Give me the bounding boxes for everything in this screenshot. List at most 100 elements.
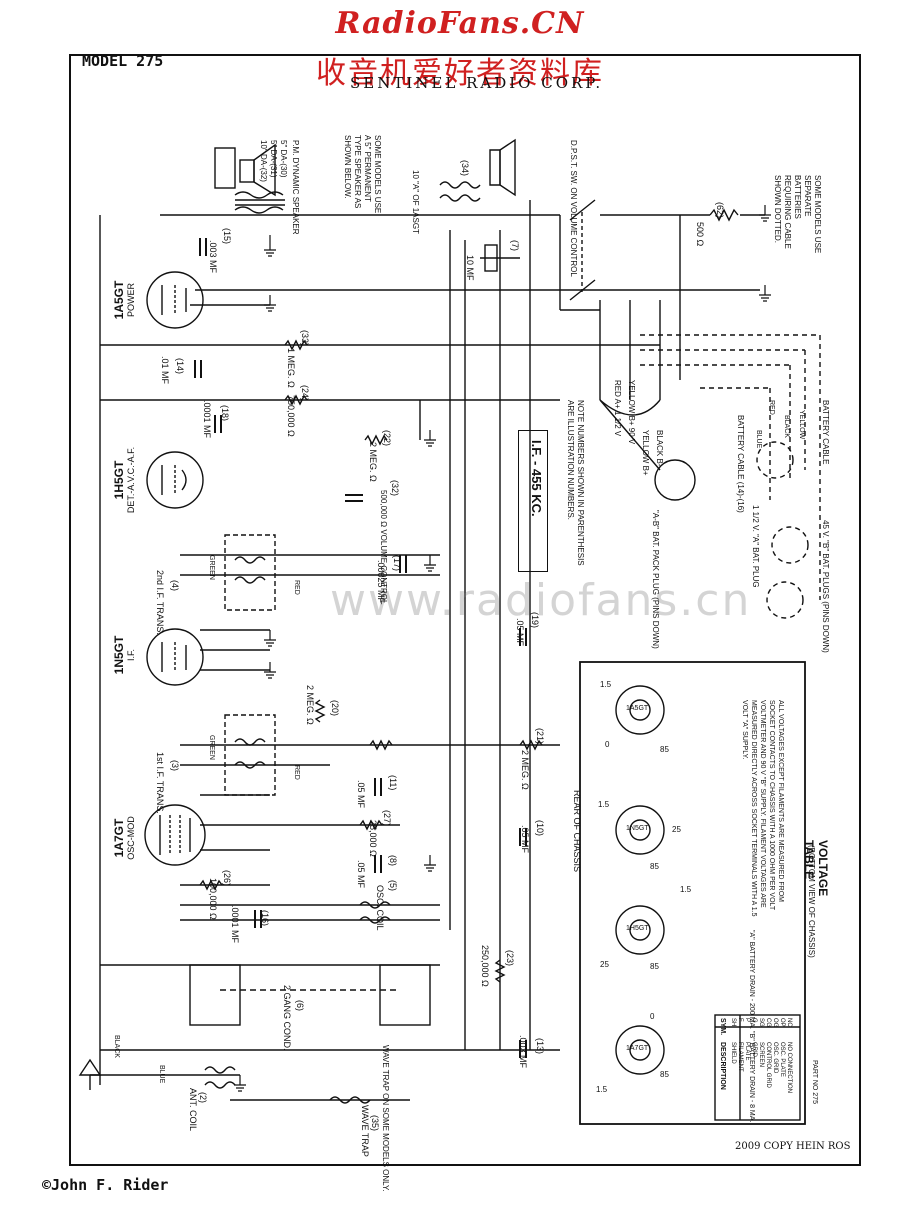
wire-red-2: RED (768, 400, 775, 415)
component-14-value: .01 MF (160, 356, 170, 385)
tube-name: 1A5GT (112, 280, 126, 320)
component-17-value: .00025 MF (376, 560, 386, 604)
speaker-pm-model-2: 5" DA-(31) (269, 140, 278, 178)
legend-header-desc: DESCRIPTION (719, 1042, 726, 1090)
voltage-table-subtitle: (BOTTOM VIEW OF CHASSIS) (807, 845, 816, 958)
label-black: BLACK (113, 1035, 120, 1058)
socket-voltage: 85 (650, 962, 659, 971)
socket-voltage: 25 (600, 960, 609, 969)
legend-symbol: F (737, 1018, 743, 1022)
legend-description: CONTROL GRID (765, 1042, 771, 1088)
note-parenthesis: NOTE NUMBERS SHOWN IN PARENTHESIS ARE IL… (566, 400, 585, 566)
speaker-pm-model-1: 5" DA-(30) (279, 140, 288, 178)
tube-function: POWER (126, 283, 136, 318)
tube-label-1h5gt: 1H5GT DET.-A.V.C.-A.F. (112, 430, 136, 530)
wire-black: BLACK B- (655, 430, 664, 467)
socket-voltage: 0 (605, 740, 610, 749)
component-22-ref: (22) (382, 430, 392, 447)
tube-name: 1A7GT (112, 818, 126, 858)
component-13-ref: (13) (535, 1038, 545, 1055)
component-16-ref: (16) (260, 910, 270, 927)
component-21-ref: (21) (535, 728, 545, 745)
watermark-site: RadioFans.CN (335, 6, 585, 41)
watermark-chinese: 收音机爱好者资料库 (316, 56, 604, 91)
component-3-ref: (3) (170, 760, 180, 771)
rider-credit: ©John F. Rider (42, 1176, 169, 1194)
speaker-pm-label: P.M. DYNAMIC SPEAKER (291, 140, 300, 235)
component-26-ref: (26) (222, 870, 232, 887)
label-red-if2: RED (293, 580, 300, 595)
socket-voltage: 85 (650, 862, 659, 871)
speaker-pm-model-3: 10" DA-(32) (259, 140, 268, 182)
component-18-ref: (18) (220, 405, 230, 422)
component-33-ref: (33) (300, 330, 310, 347)
dpst-switch-label: D.P.S.T. SW. ON VOLUME CONTROL (569, 140, 578, 277)
component-8-ref: (8) (388, 855, 398, 866)
component-27-ref: (27) (382, 810, 392, 827)
component-33-value: 1 MEG. Ω (286, 348, 296, 388)
component-8-value: .05 MF (356, 860, 366, 889)
component-22-value: 2 MEG. Ω (368, 442, 378, 482)
component-4-ref: (4) (170, 580, 180, 591)
component-18-value: .0001 MF (202, 400, 212, 439)
legend-description: GRID (751, 1042, 757, 1057)
component-27-value: 25,000 Ω (368, 820, 378, 857)
component-3-value: 1st I.F. TRANS. (155, 752, 165, 814)
legend-description: PLATE (744, 1042, 750, 1061)
component-34-ref: (34) (460, 160, 470, 177)
legend-description: OSC. PLATE (779, 1042, 785, 1077)
socket-label: 1H5GT (626, 925, 649, 932)
wire-yellow-90: YELLOW B+ 90 V (627, 380, 636, 445)
manufacturer-title: SENTINEL RADIO CORP. (350, 74, 604, 92)
wire-black-2: BLACK (783, 415, 790, 438)
legend-symbol: NC (786, 1018, 792, 1027)
battery-pack-plug-label: "A-B" BAT. PACK PLUG (PINS DOWN) (651, 510, 660, 649)
component-21-value: 2 MEG. Ω (520, 750, 530, 790)
socket-label: 1A5GT (626, 705, 649, 712)
speaker-some-models-note: SOME MODELS USE A 5" PERMANENT TYPE SPEA… (343, 135, 382, 214)
component-11-ref: (11) (388, 775, 398, 791)
component-23-value: 250,000 Ω (480, 945, 490, 987)
socket-label: 1A7GT (626, 1045, 649, 1052)
legend-symbol: G (751, 1018, 757, 1023)
socket-voltage: 1.5 (680, 885, 692, 894)
label-green-if1: GREEN (208, 735, 215, 760)
tube-label-1a7gt: 1A7GT OSC-MOD (112, 798, 136, 878)
voltage-table-notes: ALL VOLTAGES EXCEPT FILAMENTS ARE MEASUR… (741, 700, 784, 917)
legend-description: NO CONNECTION (786, 1042, 792, 1093)
legend-symbol: CG (765, 1018, 771, 1027)
wire-red: RED A+ 1 1/2 V (613, 380, 622, 437)
legend-symbol: SH (730, 1018, 736, 1027)
component-10-ref: (10) (535, 820, 545, 837)
legend-symbol: SG (758, 1018, 764, 1027)
component-23-ref: (23) (505, 950, 515, 967)
component-32-ref: (32) (390, 480, 400, 497)
label-red-if1: RED (293, 765, 300, 780)
component-5-value: OSC. COIL (375, 885, 385, 931)
legend-description: SCREEN (758, 1042, 764, 1068)
legend-description: SHIELD (730, 1042, 736, 1064)
model-title: MODEL 275 (82, 52, 164, 70)
tube-function: DET.-A.V.C.-A.F. (126, 446, 136, 514)
wave-trap-note: WAVE TRAP ON SOME MODELS ONLY. (381, 1045, 390, 1192)
component-62-value: 500 Ω (695, 222, 705, 247)
socket-voltage: 25 (672, 825, 681, 834)
component-6-value: 2 GANG COND. (282, 985, 292, 1051)
battery-cable-label: BATTERY CABLE (14)-(16) (736, 415, 745, 513)
rear-of-chassis-label: REAR OF CHASSIS (572, 790, 582, 873)
watermark-center: www.radiofans.cn (330, 575, 752, 626)
component-2-ref: (2) (198, 1092, 208, 1103)
legend-description: FILAMENT (737, 1042, 743, 1072)
component-6-ref: (6) (295, 1000, 305, 1011)
component-13-value: .003 MF (518, 1035, 528, 1069)
voltage-table-drain: "A" BATTERY DRAIN - 200 MA. "B" BATTERY … (748, 930, 755, 1123)
component-14-ref: (14) (175, 358, 185, 375)
socket-voltage: 1.5 (596, 1085, 608, 1094)
component-4-value: 2nd I.F. TRANS. (155, 570, 165, 635)
tube-name: 1N5GT (112, 635, 126, 675)
legend-symbol: OG (772, 1018, 778, 1028)
tube-label-1a5gt: 1A5GT POWER (112, 260, 136, 340)
battery-cable-label-2: BATTERY CABLE (821, 400, 830, 465)
component-7-ref: (7) (510, 240, 520, 251)
